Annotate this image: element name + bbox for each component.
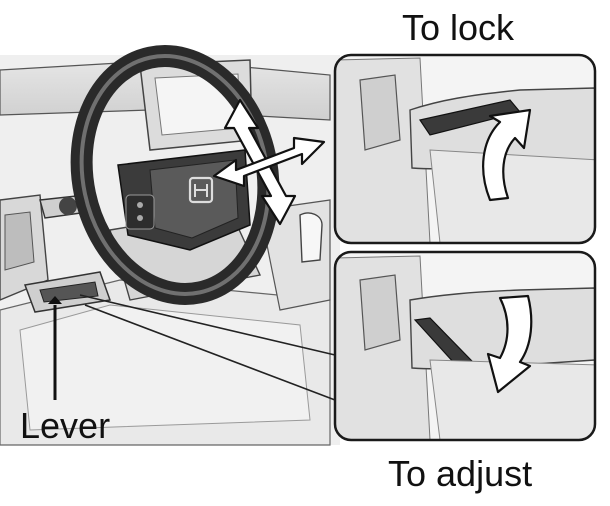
steering-emblem-icon xyxy=(188,176,214,204)
car-interior xyxy=(0,55,340,446)
lever-pointer-icon xyxy=(48,296,62,400)
callout-lines xyxy=(79,294,336,401)
lever-label: Lever xyxy=(20,405,111,446)
to-adjust-label: To adjust xyxy=(388,453,533,494)
steering-wheel xyxy=(70,45,280,305)
lock-arrow-icon xyxy=(482,108,532,202)
to-lock-label: To lock xyxy=(402,7,515,48)
adjust-panel xyxy=(333,250,597,442)
adjust-arrow-icon xyxy=(486,294,533,394)
adjustment-arrows-icon xyxy=(212,98,326,226)
lock-panel xyxy=(333,53,597,245)
